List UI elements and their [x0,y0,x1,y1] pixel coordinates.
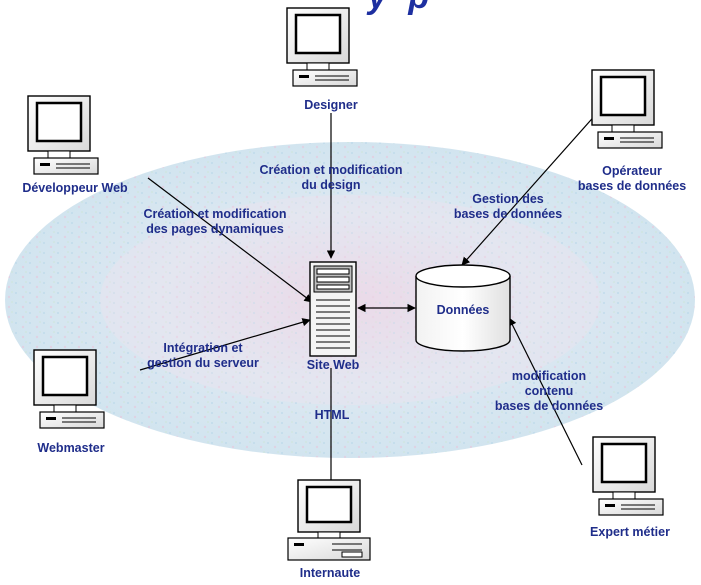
computer-icon-developer [27,95,99,175]
label-operator-line2: bases de données [577,179,687,193]
edge-label-db-content-line2: contenu [524,384,574,398]
line-expert-database [508,317,583,466]
line-webmaster-server [139,318,311,371]
edge-label-db-management-line2: bases de données [453,207,563,221]
computer-icon-user [287,479,371,561]
label-designer: Designer [304,98,358,112]
computer-icon-webmaster [33,349,105,429]
server-icon [309,261,357,357]
line-developer-server [147,177,313,303]
edge-label-design-line1: Création et modification [259,163,403,177]
edge-label-db-content-line1: modification [511,369,587,383]
edge-label-design: Création et modification du design [236,163,426,193]
label-operator-line1: Opérateur [602,164,662,178]
edge-label-db-content-line3: bases de données [494,399,604,413]
edge-label-dynamic-pages-line1: Création et modification [143,207,287,221]
edge-label-db-management-line1: Gestion des [472,192,544,206]
edge-label-db-management: Gestion des bases de données [438,192,578,222]
label-webmaster: Webmaster [37,441,105,455]
title-fragment: y p [368,0,435,17]
label-user: Internaute [299,566,361,580]
edge-label-design-line2: du design [301,178,361,192]
database-icon [415,264,511,352]
edge-label-server-management-line2: gestion du serveur [147,356,259,370]
label-expert: Expert métier [590,525,670,539]
computer-icon-operator [591,69,663,149]
computer-icon-designer [286,7,358,87]
edge-label-db-content: modification contenu bases de données [474,369,624,414]
edge-label-html: HTML [314,408,350,422]
label-operator: Opérateur bases de données [562,164,701,194]
label-server: Site Web [306,358,360,372]
label-database: Données [436,303,490,317]
line-operator-database [461,111,599,266]
edge-label-dynamic-pages: Création et modification des pages dynam… [120,207,310,237]
edge-label-server-management-line1: Intégration et [163,341,243,355]
edge-label-dynamic-pages-line2: des pages dynamiques [146,222,284,236]
connectors [139,111,599,480]
computer-icon-expert [592,436,664,516]
edge-label-server-management: Intégration et gestion du serveur [128,341,278,371]
label-developer: Développeur Web [22,181,128,195]
